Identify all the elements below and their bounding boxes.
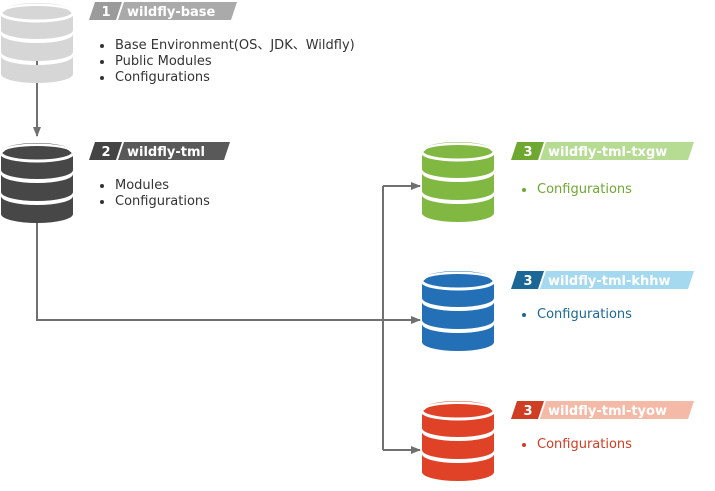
database-segment [1, 56, 73, 83]
database-icon [420, 271, 496, 351]
database-segment [1, 196, 73, 223]
tag-label-box [540, 401, 694, 419]
database-icon [0, 3, 75, 83]
tag-number: 3 [523, 404, 532, 419]
database-icon [0, 143, 75, 223]
wildfly-tml-tyow-items: Configurations [519, 437, 632, 453]
wildfly-base-items: Base Environment(OS、JDK、Wildfly) Public … [97, 38, 355, 86]
tag-number-box [511, 401, 544, 419]
database-icon [420, 142, 496, 222]
tag-number: 3 [523, 274, 532, 289]
tag-number-box [511, 142, 544, 160]
database-segment [422, 173, 494, 200]
connector-tml-to-khhw [36, 220, 421, 324]
database-segment [422, 151, 494, 178]
tag-number: 3 [523, 145, 532, 160]
database-segment [1, 152, 73, 179]
database-segment [1, 174, 73, 201]
tag-wildfly-tml-txgw: 3 wildfly-tml-txgw [511, 142, 694, 160]
wildfly-tml-txgw-items: Configurations [519, 182, 632, 198]
tag-number: 2 [101, 145, 110, 160]
database-segment [422, 410, 494, 437]
tag-wildfly-base: 1 wildfly-base [89, 2, 237, 20]
list-item: Configurations [519, 307, 632, 323]
tag-label: wildfly-tml [127, 145, 205, 160]
list-item: Public Modules [97, 54, 355, 70]
list-item: Configurations [519, 437, 632, 453]
tag-number: 1 [101, 5, 110, 20]
database-segment [422, 302, 494, 329]
tag-label: wildfly-base [127, 5, 216, 20]
tag-label-box [540, 142, 694, 160]
tag-label: wildfly-tml-txgw [548, 145, 667, 160]
database-segment [422, 195, 494, 222]
tag-wildfly-tml-tyow: 3 wildfly-tml-tyow [511, 401, 694, 419]
list-item: Modules [97, 178, 210, 194]
wildfly-tml-items: Modules Configurations [97, 178, 210, 210]
list-item: Base Environment(OS、JDK、Wildfly) [97, 38, 355, 54]
database-icon [420, 401, 496, 481]
tag-number-box [89, 2, 122, 20]
tag-wildfly-tml: 2 wildfly-tml [89, 142, 230, 160]
list-item: Configurations [519, 182, 632, 198]
connectors [33, 58, 421, 454]
tag-number-box [89, 142, 122, 160]
database-segment [1, 12, 73, 39]
tag-label: wildfly-tml-tyow [548, 404, 667, 419]
tag-label-box [118, 2, 237, 20]
tag-label: wildfly-tml-khhw [548, 274, 671, 289]
database-segment [422, 280, 494, 307]
wildfly-tml-khhw-items: Configurations [519, 307, 632, 323]
list-item: Configurations [97, 194, 210, 210]
database-segment [422, 324, 494, 351]
database-segment [1, 34, 73, 61]
database-segment [422, 454, 494, 481]
tag-number-box [511, 271, 544, 289]
tag-wildfly-tml-khhw: 3 wildfly-tml-khhw [511, 271, 694, 289]
list-item: Configurations [97, 70, 355, 86]
database-segment [422, 432, 494, 459]
tag-label-box [540, 271, 694, 289]
tag-label-box [118, 142, 230, 160]
